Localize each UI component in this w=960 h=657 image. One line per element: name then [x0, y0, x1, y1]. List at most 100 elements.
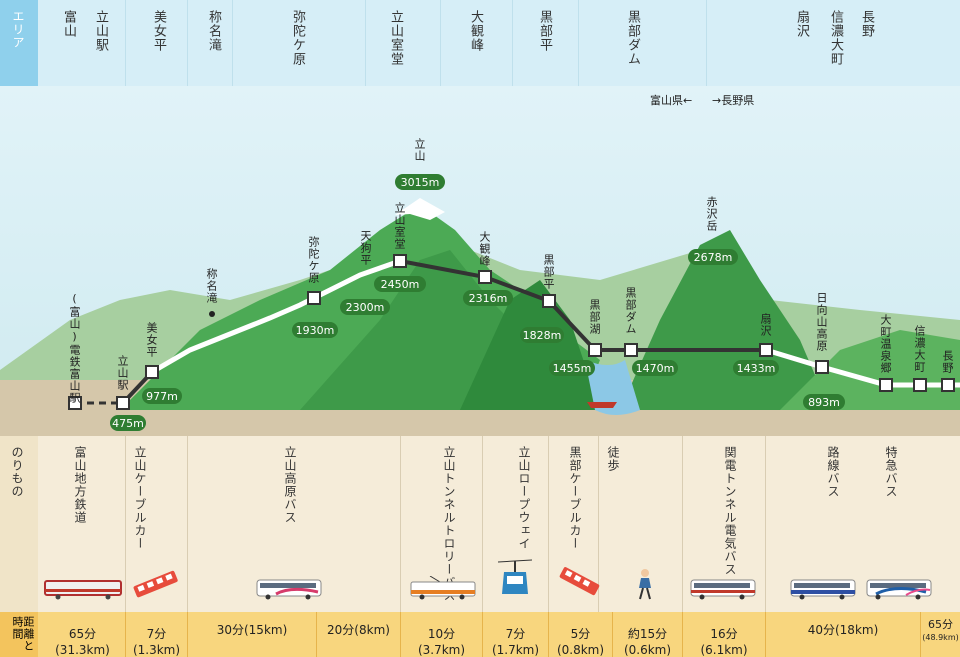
ropeway-icon [498, 559, 532, 594]
snow-cap [395, 198, 445, 220]
elev-badge [520, 327, 564, 343]
station-marker[interactable] [624, 343, 638, 357]
time-label: 距離と時間 [11, 616, 34, 652]
cable-car-icon [133, 570, 178, 598]
station-marker[interactable] [588, 343, 602, 357]
elev-badge [395, 174, 445, 190]
divider [125, 0, 126, 86]
ride-trolley-bus: 立山トンネルトロリーバス [442, 446, 456, 602]
time-value: 65分 [928, 618, 953, 631]
train-icon [44, 580, 122, 600]
elev-badge [292, 322, 338, 338]
divider [765, 436, 766, 612]
station-marker[interactable] [68, 396, 82, 410]
divider [125, 436, 126, 612]
rides-section: のりもの 富山地方鉄道 立山ケーブルカー 立山高原バス 立山トンネルトロリーバス… [0, 436, 960, 612]
divider [578, 0, 579, 86]
time-value: 7分 [505, 627, 526, 641]
station-marker[interactable] [542, 294, 556, 308]
divider [187, 436, 188, 612]
time-cell: 5分(0.8km) [549, 626, 612, 657]
station-marker[interactable] [879, 378, 893, 392]
electric-bus-icon [690, 579, 756, 600]
station-marker[interactable] [941, 378, 955, 392]
time-value: 16分 [710, 627, 738, 641]
area-toyama: 富山 [61, 10, 76, 38]
station-marker[interactable] [478, 270, 492, 284]
label-toyama-pref: 富山県← [650, 94, 693, 107]
label-daikanbo: 大観峰 [478, 231, 491, 267]
label-kurobeko: 黒部湖 [588, 299, 601, 335]
elev-tengudaira: 2300m [346, 301, 385, 314]
area-murodo: 立山室堂 [388, 10, 403, 66]
label-ogizawa: 扇沢 [759, 313, 772, 337]
divider [316, 612, 317, 657]
time-value: 30分(15km) [216, 623, 288, 637]
label-tengudaira: 天狗平 [359, 230, 372, 266]
distance-value: (0.6km) [623, 643, 672, 657]
area-daikanbo: 大観峰 [468, 10, 483, 52]
elev-badge [110, 415, 146, 431]
ground-strip [0, 410, 960, 436]
station-marker[interactable] [307, 291, 321, 305]
ride-route-bus: 路線バス [826, 446, 840, 498]
area-kurobe-dam: 黒部ダム [625, 10, 640, 66]
time-cell: 10分(3.7km) [401, 626, 482, 657]
area-midagahara: 弥陀ケ原 [290, 10, 305, 66]
station-marker[interactable] [815, 360, 829, 374]
divider [598, 436, 599, 612]
time-value: 10分 [427, 627, 456, 641]
divider [682, 436, 683, 612]
divider [440, 0, 441, 86]
ride-kanden-bus: 関電トンネル電気バス [723, 446, 737, 576]
area-header: エリア 富山 立山駅 美女平 称名滝 弥陀ケ原 立山室堂 大観峰 黒部平 黒部ダ… [0, 0, 960, 86]
ride-kurobe-cable: 黒部ケーブルカー [568, 446, 582, 550]
route-bus-icon [790, 579, 856, 600]
station-marker[interactable] [393, 254, 407, 268]
time-value: 約15分 [627, 627, 668, 641]
shomyo-falls-point [209, 311, 215, 317]
station-marker[interactable] [116, 396, 130, 410]
elev-ogizawa: 1433m [737, 362, 776, 375]
time-cell: 7分 (1.7km) [483, 626, 548, 657]
time-cell: 65分(48.9km) [921, 618, 960, 644]
divider [400, 612, 401, 657]
divider [512, 0, 513, 86]
elev-akazawa: 2678m [694, 251, 733, 264]
time-value: 20分(8km) [327, 623, 390, 637]
area-kurobedaira: 黒部平 [537, 10, 552, 52]
route-highland-bus [150, 258, 401, 375]
elev-badge [142, 388, 182, 404]
ride-ropeway: 立山ロープウェイ [517, 446, 531, 550]
station-marker[interactable] [913, 378, 927, 392]
elev-badge [374, 276, 426, 292]
distance-value: (1.7km) [491, 643, 540, 657]
elev-badge [803, 394, 845, 410]
label-bijodaira: 美女平 [145, 322, 158, 358]
divider [765, 612, 766, 657]
divider [548, 612, 549, 657]
area-ogizawa: 扇沢 [794, 10, 809, 38]
elev-badge [632, 360, 678, 376]
elev-daikanbo: 2316m [469, 292, 508, 305]
elev-midagahara: 1930m [296, 324, 335, 337]
station-marker[interactable] [759, 343, 773, 357]
station-marker[interactable] [145, 365, 159, 379]
time-value: 7分 [146, 627, 167, 641]
label-hinatayama: 日向山高原 [815, 292, 828, 352]
time-cell: 20分(8km) [317, 622, 400, 638]
elev-murodo: 2450m [381, 278, 420, 291]
elev-badge [549, 360, 595, 376]
elev-badge [463, 290, 513, 306]
label-kurobedaira: 黒部平 [542, 254, 555, 290]
ride-express-bus: 特急バス [884, 446, 898, 498]
divider [125, 612, 126, 657]
time-cell: 30分(15km) [188, 622, 316, 638]
divider [187, 0, 188, 86]
kurobe-cable-icon [559, 567, 600, 596]
label-tateyama-station: 立山駅 [116, 355, 129, 391]
area-shinano-omachi: 信濃大町 [828, 10, 843, 66]
divider [482, 436, 483, 612]
label-peak-akazawa: 赤沢岳 [705, 196, 718, 232]
divider [232, 0, 233, 86]
